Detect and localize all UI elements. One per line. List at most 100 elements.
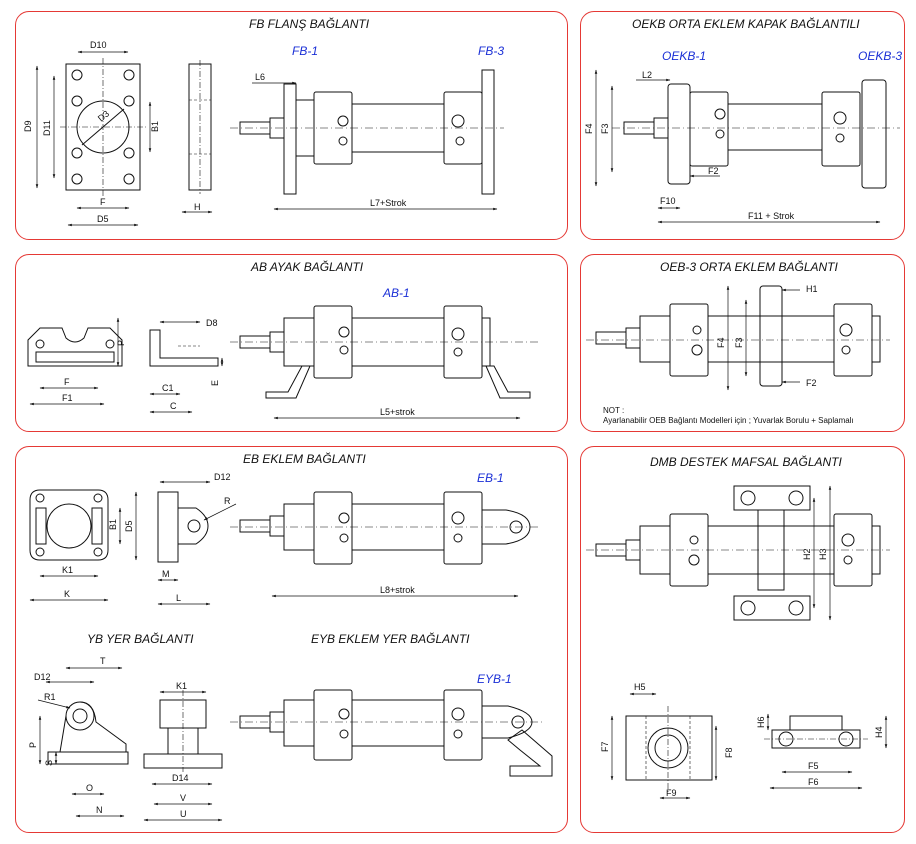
ab-dim-6: C1 [162, 383, 174, 393]
oeb-note: NOT : Ayarlanabilir OEB Bağlantı Modelle… [603, 406, 854, 426]
oekb-dims [594, 69, 881, 224]
oeb-dims [726, 285, 800, 391]
yb-dim-1: T [100, 656, 106, 666]
eb-dim-5: D12 [214, 472, 231, 482]
oeb-dim-3: F3 [734, 337, 744, 348]
dmb-dim-9: F5 [808, 761, 819, 771]
yb-dim-2: D12 [34, 672, 51, 682]
ab-dim-4: D8 [206, 318, 218, 328]
yb-dim-9: D14 [172, 773, 189, 783]
oekb-dim-1: L2 [642, 70, 652, 80]
panel-oekb [580, 11, 905, 240]
yb-dim-5: S [44, 760, 54, 766]
yb-front-view [143, 690, 223, 772]
eb-dim-labels: B1 D5 K1 K D12 R M L L8+strok [62, 472, 415, 603]
oeb-cylinder-view [586, 285, 890, 387]
fb-dim-9: L6 [255, 72, 265, 82]
yb-dims [37, 666, 223, 822]
panel-fb-flans [15, 11, 568, 240]
eb-cylinder-view [230, 491, 540, 565]
fb-dim-10: L7+Strok [370, 198, 407, 208]
eyb-model-1: EYB-1 [477, 672, 512, 686]
fb-dims [35, 50, 498, 227]
eb-dim-4: K [64, 589, 70, 599]
yb-dim-4: P [28, 742, 38, 748]
oekb-dim-4: F2 [708, 166, 719, 176]
dmb-dim-4: F7 [600, 741, 610, 752]
dmb-block-front [625, 706, 713, 792]
ab-dim-3: F1 [62, 393, 73, 403]
eb-model-1: EB-1 [477, 471, 504, 485]
fb-dim-2: D9 [23, 120, 33, 132]
oekb-dim-6: F11 + Strok [748, 211, 795, 221]
ab-dim-2: F [64, 377, 70, 387]
ab-dim-1: P [116, 340, 126, 346]
dmb-dim-5: F8 [724, 747, 734, 758]
oeb-note-text: Ayarlanabilir OEB Bağlantı Modelleri içi… [603, 416, 854, 425]
oekb-model-3: OEKB-3 [858, 49, 903, 63]
dmb-cylinder-view [586, 485, 890, 621]
ab-cylinder-view [230, 305, 540, 399]
ab-model-1: AB-1 [383, 286, 410, 300]
dmb-dim-6: F9 [666, 788, 677, 798]
eb-dims [29, 480, 519, 606]
oekb-dim-labels: L2 F4 F3 F2 F10 F11 + Strok [584, 70, 795, 221]
yb-dim-10: V [180, 793, 186, 803]
dmb-dim-7: H6 [756, 716, 766, 728]
oeb-title: OEB-3 ORTA EKLEM BAĞLANTI [660, 260, 838, 274]
dmb-dim-8: H4 [874, 726, 884, 738]
ab-dim-7: C [170, 401, 177, 411]
oeb-dim-1: H1 [806, 284, 818, 294]
ab-foot-side-view [149, 329, 219, 367]
dmb-dim-labels: H2 H3 H5 F7 F8 F9 H6 H4 F5 F6 [600, 548, 884, 798]
ab-dim-5: E [210, 380, 220, 386]
ab-title: AB AYAK BAĞLANTI [251, 260, 364, 274]
eb-dim-6: R [224, 496, 231, 506]
oeb-note-label: NOT : [603, 406, 625, 415]
dmb-dim-10: F6 [808, 777, 819, 787]
eb-title: EB EKLEM BAĞLANTI [243, 452, 366, 466]
yb-title: YB YER BAĞLANTI [87, 632, 194, 646]
yb-dim-8: K1 [176, 681, 187, 691]
ab-foot-front-view [27, 327, 123, 367]
fb-dim-5: B1 [150, 121, 160, 132]
yb-dim-7: N [96, 805, 103, 815]
fb-dim-4: D3 [96, 108, 111, 123]
fb-dim-labels: D10 D9 D11 D3 B1 F D5 H L6 L7+Strok [23, 40, 407, 224]
eb-front-view [29, 489, 109, 561]
yb-dim-6: O [86, 783, 93, 793]
dmb-dim-2: H3 [818, 548, 828, 560]
fb-title: FB FLANŞ BAĞLANTI [249, 17, 370, 31]
eb-dim-7: M [162, 569, 170, 579]
ab-dim-8: L5+strok [380, 407, 415, 417]
oekb-dim-2: F4 [584, 123, 594, 134]
oekb-dim-5: F10 [660, 196, 676, 206]
yb-dim-labels: T D12 R1 P S O N K1 D14 V U [28, 656, 189, 819]
yb-dim-11: U [180, 809, 187, 819]
yb-side-view [47, 701, 129, 765]
ab-dim-labels: P F F1 D8 E C1 C L5+strok [62, 318, 415, 417]
fb-dim-8: H [194, 202, 201, 212]
panel-oeb3 [580, 254, 905, 432]
fb-side-view [188, 60, 212, 194]
dmb-dims [610, 485, 888, 800]
yb-dim-3: R1 [44, 692, 56, 702]
dmb-dim-3: H5 [634, 682, 646, 692]
oekb-title: OEKB ORTA EKLEM KAPAK BAĞLANTILI [632, 17, 860, 31]
dmb-block-side [764, 715, 868, 749]
fb-dim-3: D11 [42, 120, 52, 136]
eb-dim-9: L8+strok [380, 585, 415, 595]
dmb-dim-1: H2 [802, 548, 812, 560]
fb-dim-1: D10 [90, 40, 107, 50]
eb-dim-8: L [176, 593, 181, 603]
ab-dims [29, 317, 521, 420]
oekb-dim-3: F3 [600, 123, 610, 134]
fb-model-3: FB-3 [478, 44, 505, 58]
fb-dim-6: F [100, 197, 106, 207]
oekb-cylinder-view [612, 79, 900, 189]
panel-eb-eklem [15, 446, 568, 833]
dmb-title: DMB DESTEK MAFSAL BAĞLANTI [650, 455, 842, 469]
eyb-title: EYB EKLEM YER BAĞLANTI [311, 632, 470, 646]
oekb-model-1: OEKB-1 [662, 49, 707, 63]
